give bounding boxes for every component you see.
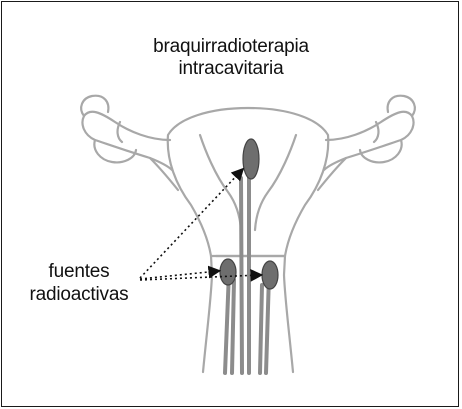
right-ovoid-tube <box>266 275 269 373</box>
sources-label-line-1: fuentes <box>24 260 134 283</box>
left-ovoid-tube-2 <box>232 280 234 373</box>
source-right-ovoid <box>262 261 278 289</box>
source-left-ovoid <box>220 259 236 285</box>
left-ovoid-tube <box>225 272 229 373</box>
source-tandem <box>243 139 259 179</box>
right-ovoid-tube-2 <box>260 285 262 373</box>
vaginal-wall <box>203 256 212 372</box>
sources-label-line-2: radioactivas <box>24 283 134 306</box>
